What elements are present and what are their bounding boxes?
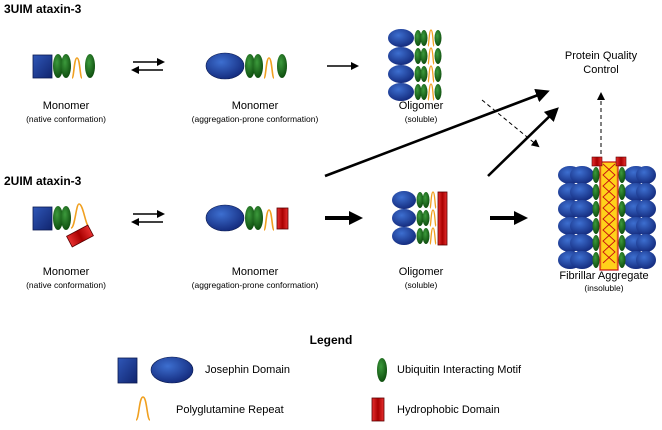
uim-shape (277, 54, 287, 78)
uim-shape (245, 54, 255, 78)
fibrillar-aggregate (558, 156, 656, 271)
top-oligomer (388, 29, 442, 101)
aggregate-sublabel: (insoluble) (584, 283, 624, 293)
top-monomer-prone-sublabel: (aggregation-prone conformation) (191, 114, 319, 124)
top-oligomer-sublabel: (soluble) (404, 114, 438, 124)
legend-uim-icon (377, 358, 387, 382)
uim-shape (253, 54, 263, 78)
bottom-monomer-prone-sublabel: (aggregation-prone conformation) (191, 280, 319, 290)
bottom-monomer-native-label: Monomer (42, 266, 90, 278)
oligomer-to-aggregate-dashed-arrow (481, 99, 540, 148)
aggregate-label: Fibrillar Aggregate (559, 270, 649, 282)
uim-shape (253, 206, 263, 230)
polyq-shape (263, 209, 275, 231)
uim-shape (61, 206, 71, 230)
bottom-equilibrium-arrows (131, 210, 165, 226)
polyq-shape (263, 57, 275, 79)
pqc-arrow-from-monomer (324, 89, 550, 178)
josephin-square-shape (32, 206, 53, 231)
legend-hydrophobic-label: Hydrophobic Domain (397, 404, 500, 416)
legend-polyq-label: Polyglutamine Repeat (176, 404, 284, 416)
top-monomer-native (32, 54, 95, 79)
top-equilibrium-arrows (131, 58, 165, 74)
uim-shape (53, 206, 63, 230)
top-monomer-native-sublabel: (native conformation) (26, 114, 106, 124)
pqc-label-line1: Protein Quality (564, 50, 638, 62)
legend-shapes (117, 356, 387, 422)
legend-uim-label: Ubiquitin Interacting Motif (397, 364, 522, 376)
pqc-arrow-from-oligomer (487, 107, 559, 177)
bottom-monomer-prone-label: Monomer (231, 266, 279, 278)
bottom-oligomer-label: Oligomer (398, 266, 444, 278)
bottom-monomer-prone (205, 204, 289, 232)
josephin-square-shape (32, 54, 53, 79)
uim-shape (85, 54, 95, 78)
polyq-shape (70, 203, 89, 229)
bottom-oligomer (392, 191, 448, 246)
top-monomer-prone (205, 52, 287, 80)
hydrophobic-shape (66, 224, 94, 248)
josephin-oval-shape (205, 204, 245, 232)
legend-title: Legend (309, 333, 353, 347)
pqc-label-line2: Control (583, 64, 619, 76)
uim-shape (61, 54, 71, 78)
legend-josephin-label: Josephin Domain (205, 364, 290, 376)
bottom-oligomer-sublabel: (soluble) (404, 280, 438, 290)
top-monomer-native-label: Monomer (42, 100, 90, 112)
uim-shape (53, 54, 63, 78)
josephin-oval-shape (205, 52, 245, 80)
top-section-title: 3UIM ataxin-3 (4, 2, 82, 16)
bottom-monomer-native (32, 203, 94, 248)
top-monomer-prone-label: Monomer (231, 100, 279, 112)
bottom-section-title: 2UIM ataxin-3 (4, 174, 82, 188)
legend-hydrophobic-icon (371, 397, 385, 422)
legend-polyq-icon (135, 396, 151, 421)
uim-shape (245, 206, 255, 230)
hydrophobic-shape (276, 207, 289, 230)
legend-josephin-oval-icon (150, 356, 194, 384)
legend-josephin-square-icon (117, 357, 138, 384)
bottom-monomer-native-sublabel: (native conformation) (26, 280, 106, 290)
polyq-shape (71, 57, 83, 79)
top-oligomer-label: Oligomer (398, 100, 444, 112)
